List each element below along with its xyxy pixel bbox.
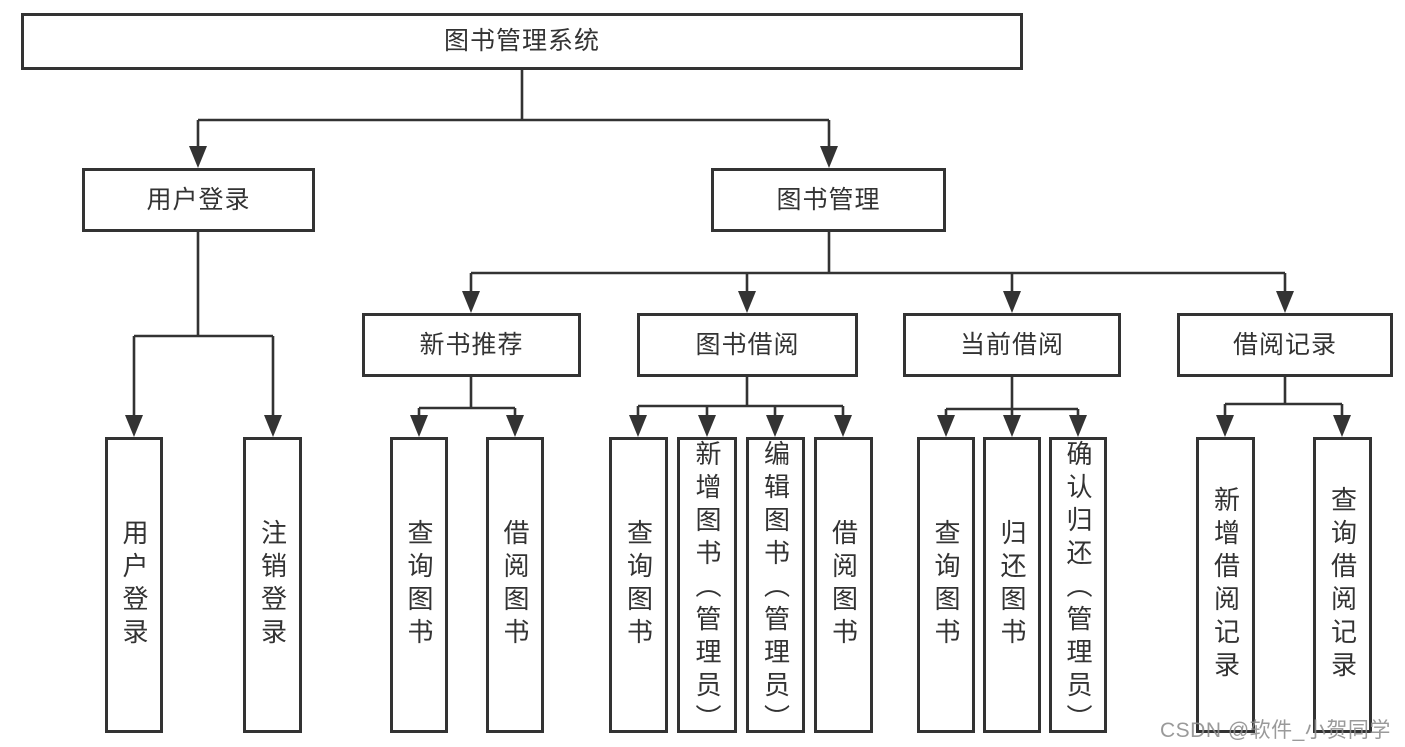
node-book-management-branch: 图书管理 — [711, 168, 946, 232]
leaf-query-books-recommend: 查询图书 — [390, 437, 448, 733]
leaf-borrow-books-recommend: 借阅图书 — [486, 437, 544, 733]
arrowheads — [125, 146, 1351, 437]
leaf-add-borrow-record: 新增借阅记录 — [1196, 437, 1255, 733]
leaf-user-login: 用户登录 — [105, 437, 163, 733]
node-user-login-branch: 用户登录 — [82, 168, 315, 232]
leaf-borrow-books-borrowing: 借阅图书 — [814, 437, 873, 733]
leaf-query-borrow-record: 查询借阅记录 — [1313, 437, 1372, 733]
leaf-query-books-borrowing: 查询图书 — [609, 437, 668, 733]
node-book-borrowing: 图书借阅 — [637, 313, 858, 377]
node-borrowing-records: 借阅记录 — [1177, 313, 1393, 377]
node-current-borrowing: 当前借阅 — [903, 313, 1121, 377]
leaf-return-books: 归还图书 — [983, 437, 1041, 733]
leaf-logout: 注销登录 — [243, 437, 302, 733]
node-new-book-recommend: 新书推荐 — [362, 313, 581, 377]
leaf-edit-books-admin: 编辑图书（管理员） — [746, 437, 805, 737]
leaf-confirm-return-admin: 确认归还（管理员） — [1049, 437, 1107, 737]
node-library-management-system: 图书管理系统 — [21, 13, 1023, 70]
leaf-query-books-current: 查询图书 — [917, 437, 975, 733]
csdn-watermark: CSDN @软件_小贺同学 — [1160, 719, 1391, 742]
leaf-add-books-admin: 新增图书（管理员） — [677, 437, 737, 737]
